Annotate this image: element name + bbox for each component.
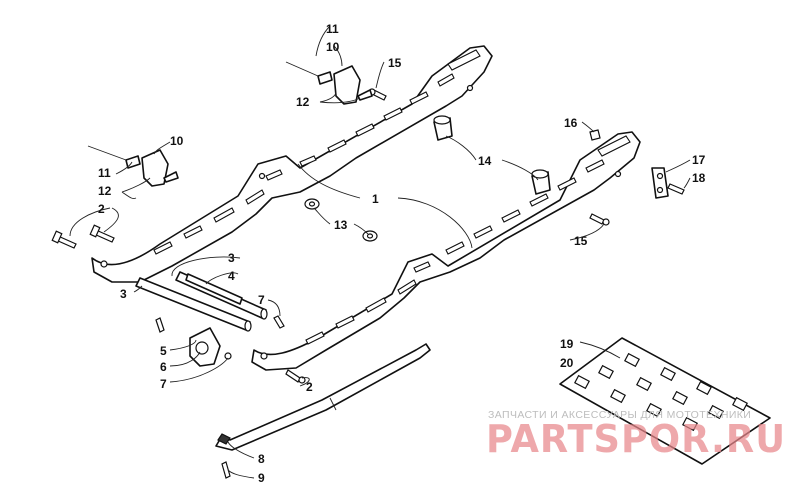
bolt-rear-inner	[89, 224, 115, 243]
watermark-caption: ЗАПЧАСТИ И АКСЕССУАРЫ ДЛЯ МОТОТЕХНИКИ	[488, 409, 751, 421]
watermark-brand: PARTSPOR.RU	[486, 417, 786, 461]
leader-lines	[69, 25, 691, 479]
bumper-block	[189, 327, 221, 367]
spacer-front	[362, 230, 378, 242]
callout-10-top: 10	[326, 40, 340, 54]
callout-1: 1	[372, 192, 379, 206]
callout-12-top: 12	[296, 95, 310, 109]
callout-3-upper: 3	[228, 251, 235, 265]
bushing-lower	[531, 169, 551, 195]
nut-part-16	[589, 129, 601, 141]
callout-4: 4	[228, 269, 235, 283]
bolt-front-bracket	[589, 213, 610, 226]
callout-2-lower: 2	[306, 380, 313, 394]
bolt-upper-bracket	[368, 88, 387, 101]
spacer-rear	[304, 198, 320, 210]
callout-8: 8	[258, 452, 265, 466]
callout-17: 17	[692, 153, 706, 167]
callout-15-top: 15	[388, 56, 402, 70]
callout-12-left: 12	[98, 184, 112, 198]
wear-strip	[215, 343, 431, 451]
callout-2-upper: 2	[98, 202, 105, 216]
callout-5: 5	[160, 344, 167, 358]
screw-part-18	[667, 183, 685, 195]
bolt-front-lower	[285, 369, 306, 384]
screw-part-9	[221, 461, 231, 479]
bracket-lower	[87, 145, 179, 187]
bushing-upper	[433, 115, 453, 141]
callout-7-right: 7	[258, 293, 265, 307]
bracket-upper	[285, 61, 373, 105]
lower-slide-rail	[251, 131, 641, 371]
upper-slide-rail	[91, 45, 493, 283]
callout-14: 14	[478, 154, 492, 168]
callout-11-top: 11	[326, 22, 339, 36]
callout-6: 6	[160, 360, 167, 374]
callout-labels: 1 2 2 3 3 4 5 6 7 7 8 9 10 10 11 11 12 1…	[98, 22, 706, 485]
callout-20: 20	[560, 356, 574, 370]
screw-part-5	[155, 317, 165, 333]
callout-19: 19	[560, 337, 574, 351]
cross-shaft-front	[175, 271, 268, 320]
callout-9: 9	[258, 471, 265, 485]
callout-13: 13	[334, 218, 348, 232]
pin-part-7	[224, 315, 285, 360]
watermark: ЗАПЧАСТИ И АКСЕССУАРЫ ДЛЯ МОТОТЕХНИКИ PA…	[486, 409, 786, 461]
callout-7-left: 7	[160, 377, 167, 391]
bolt-rear-outer	[51, 230, 77, 249]
track-clip-assembly	[559, 337, 771, 465]
callout-10-left: 10	[170, 134, 184, 148]
bracket-front	[651, 167, 669, 199]
callout-11-left: 11	[98, 166, 111, 180]
cross-shaft-rear	[135, 277, 252, 332]
callout-18: 18	[692, 171, 706, 185]
callout-3-lower: 3	[120, 287, 127, 301]
callout-16: 16	[564, 116, 578, 130]
callout-15-right: 15	[574, 234, 588, 248]
